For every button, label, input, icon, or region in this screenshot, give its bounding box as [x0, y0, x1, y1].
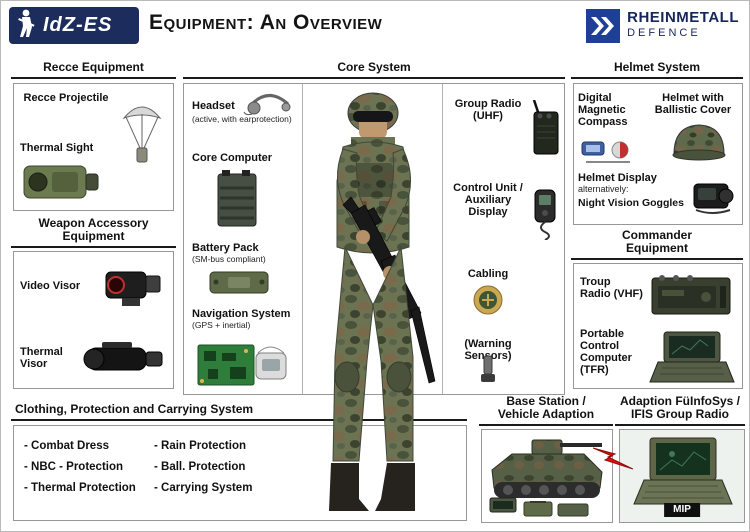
- clothing-column-2: - Rain Protection - Ball. Protection - C…: [154, 436, 252, 499]
- video-visor-image: [98, 260, 168, 314]
- warning-sensor-image: [476, 354, 500, 386]
- clothing-item: - Ball. Protection: [154, 461, 246, 473]
- clothing-item: - Thermal Protection: [24, 482, 136, 494]
- battery-pack-label: Battery Pack: [192, 242, 259, 254]
- base-station-panel: [481, 429, 613, 523]
- recce-projectile-image: [118, 96, 166, 166]
- cabling-label: Cabling: [467, 268, 509, 280]
- clothing-item: - Carrying System: [154, 482, 253, 494]
- clothing-item: - Combat Dress: [24, 440, 109, 452]
- thermal-visor-image: [82, 332, 170, 384]
- weapon-title-line2: Equipment: [62, 229, 125, 243]
- brand-text: RHEINMETALL DEFENCE: [627, 9, 739, 39]
- portable-computer-label: Portable Control Computer (TFR): [580, 328, 632, 376]
- navigation-system-subtext: (GPS + inertial): [192, 320, 251, 330]
- thermal-visor-label: Thermal Visor: [20, 346, 63, 370]
- clothing-section-title: Clothing, Protection and Carrying System: [11, 403, 467, 421]
- link-lightning-icon: [592, 445, 634, 475]
- recce-projectile-label: Recce Projectile: [23, 92, 109, 104]
- helmet-display-alt-text: alternatively:: [578, 184, 629, 194]
- cabling-emblem-icon: [472, 284, 504, 316]
- commander-title-line1: Commander: [621, 228, 692, 242]
- mip-laptop-image: [628, 434, 738, 510]
- commander-panel: Troup Radio (VHF) Portable Control Compu…: [573, 263, 743, 389]
- helmet-panel: Digital Magnetic Compass Helmet with Bal…: [573, 83, 743, 225]
- base-title-line2: Vehicle Adaption: [497, 407, 595, 421]
- commander-section-title: Commander Equipment: [571, 229, 743, 260]
- weapon-title-line1: Weapon Accessory: [38, 216, 149, 230]
- page-title: Equipment: An Overview: [149, 11, 383, 34]
- base-title-line1: Base Station /: [506, 394, 586, 408]
- control-unit-image: [530, 186, 560, 241]
- adaption-title-line1: Adaption FüInfoSys /: [620, 394, 740, 408]
- video-visor-label: Video Visor: [20, 280, 81, 292]
- idz-es-logo: IdZ-ES: [9, 7, 139, 44]
- adaption-title-line2: IFIS Group Radio: [631, 407, 729, 421]
- recce-title-text: Recce Equipment: [43, 60, 144, 74]
- thermal-sight-label: Thermal Sight: [20, 142, 94, 154]
- brand-name: RHEINMETALL: [627, 9, 739, 26]
- core-section-title: Core System: [183, 61, 565, 79]
- adaption-section-title: Adaption FüInfoSys / IFIS Group Radio: [615, 395, 745, 426]
- vehicle-image: [484, 432, 610, 520]
- helmet-title-text: Helmet System: [613, 60, 701, 74]
- helmet-display-label: Helmet Display: [578, 172, 657, 184]
- helmet-section-title: Helmet System: [571, 61, 743, 79]
- core-divider-left: [302, 84, 303, 394]
- adaption-panel: MIP: [619, 429, 745, 523]
- battery-pack-image: [208, 269, 272, 296]
- helmet-display-image: [690, 176, 738, 218]
- headset-subtext: (active, with earprotection): [192, 114, 292, 124]
- ballistic-helmet-label: Helmet with Ballistic Cover: [654, 92, 732, 116]
- core-title-text: Core System: [337, 60, 411, 74]
- rheinmetall-logo-icon: [586, 9, 621, 48]
- soldier-silhouette-icon: [16, 8, 38, 43]
- troup-radio-label: Troup Radio (VHF): [580, 276, 643, 300]
- navigation-system-image: [196, 335, 292, 391]
- clothing-column-1: - Combat Dress - NBC - Protection - Ther…: [24, 436, 136, 499]
- night-vision-goggles-label: Night Vision Goggles: [578, 197, 684, 209]
- headset-image: [242, 84, 294, 118]
- weapon-section-title: Weapon Accessory Equipment: [11, 217, 176, 248]
- commander-title-line2: Equipment: [626, 241, 688, 255]
- group-radio-image: [530, 99, 562, 158]
- base-station-section-title: Base Station / Vehicle Adaption: [479, 395, 613, 426]
- weapon-panel: Video Visor Thermal Visor: [13, 251, 174, 389]
- idz-logo-text: IdZ-ES: [43, 14, 113, 36]
- digital-compass-label: Digital Magnetic Compass: [578, 92, 628, 128]
- soldier-image: [293, 85, 453, 527]
- navigation-system-label: Navigation System: [192, 308, 291, 320]
- battery-pack-subtext: (SM-bus compliant): [192, 254, 266, 264]
- rheinmetall-brand: RHEINMETALL DEFENCE: [586, 9, 739, 48]
- core-computer-image: [214, 168, 260, 230]
- troup-radio-image: [646, 270, 738, 320]
- brand-subtitle: DEFENCE: [627, 27, 701, 39]
- recce-section-title: Recce Equipment: [11, 61, 176, 79]
- clothing-item: - Rain Protection: [154, 440, 247, 452]
- control-unit-label: Control Unit / Auxiliary Display: [453, 182, 523, 218]
- mip-label: MIP: [664, 503, 700, 517]
- ballistic-helmet-image: [668, 120, 730, 166]
- portable-computer-image: [646, 330, 738, 386]
- group-radio-label: Group Radio (UHF): [454, 98, 522, 122]
- headset-label: Headset: [192, 100, 235, 112]
- digital-compass-image: [580, 136, 638, 168]
- recce-panel: Recce Projectile Thermal Sight: [13, 83, 174, 211]
- clothing-item: - NBC - Protection: [24, 461, 124, 473]
- core-computer-label: Core Computer: [192, 152, 273, 164]
- thermal-sight-image: [20, 158, 104, 206]
- core-divider-right: [442, 84, 443, 394]
- clothing-title-text: Clothing, Protection and Carrying System: [15, 402, 254, 416]
